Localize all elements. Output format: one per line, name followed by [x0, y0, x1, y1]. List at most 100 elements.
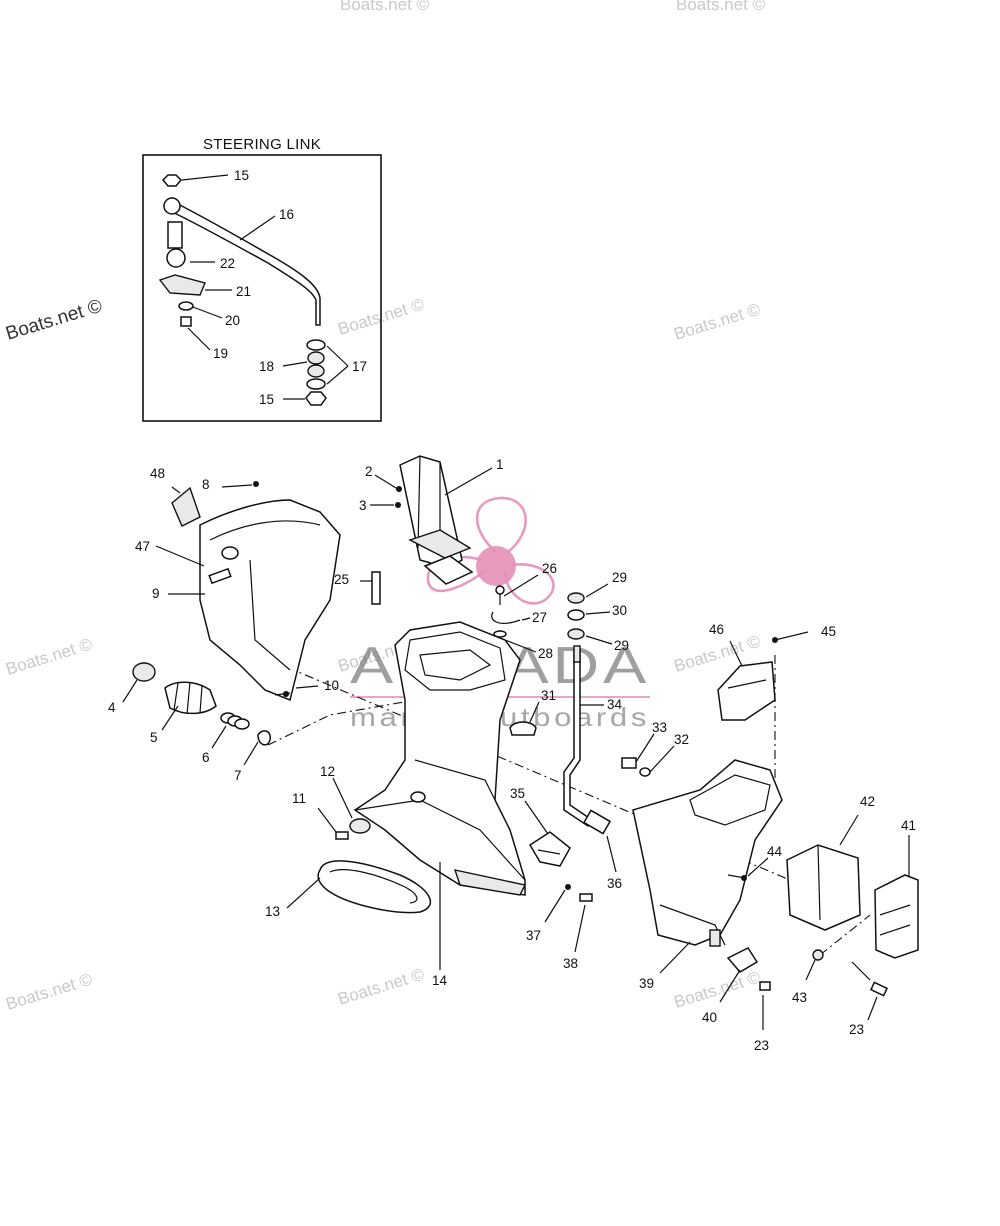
left-small-parts — [122, 662, 319, 766]
plug-part — [509, 721, 537, 736]
washer-part — [639, 767, 651, 777]
link-rod-eye — [163, 197, 181, 215]
callout-42: 42 — [860, 794, 875, 809]
callout-17: 17 — [352, 359, 367, 374]
callout-44: 44 — [767, 844, 783, 859]
boot-part — [164, 681, 217, 715]
callout-29: 29 — [614, 638, 629, 653]
callout-41: 41 — [901, 818, 916, 833]
watermark: Boats.net © — [672, 967, 763, 1011]
callout-38: 38 — [563, 956, 578, 971]
gasket-part — [408, 529, 472, 559]
callout-36: 36 — [607, 876, 622, 891]
water-parts — [491, 574, 540, 736]
callout-46: 46 — [709, 622, 724, 637]
lower-left-parts — [286, 777, 432, 914]
gasket-part — [423, 555, 474, 585]
right-small-parts — [621, 733, 675, 777]
seal-ring-part — [317, 860, 432, 914]
lower-housing-part — [632, 759, 783, 946]
callout-21: 21 — [236, 284, 251, 299]
mount-plate-part — [528, 831, 571, 867]
callout-26: 26 — [542, 561, 557, 576]
callout-6: 6 — [202, 750, 210, 765]
callout-45: 45 — [821, 624, 836, 639]
washer-part — [567, 609, 585, 621]
callout-11: 11 — [292, 791, 306, 806]
callout-12: 12 — [320, 764, 335, 779]
steering-link-inset: STEERING LINK 15 16 22 — [142, 136, 382, 422]
spring-part — [220, 712, 250, 730]
callout-23: 23 — [754, 1038, 769, 1053]
lower-housing — [632, 759, 783, 974]
callout-23: 23 — [849, 1022, 864, 1037]
callout-32: 32 — [674, 732, 689, 747]
callout-22: 22 — [220, 256, 235, 271]
callout-47: 47 — [135, 539, 150, 554]
watermark: Boats.net © — [672, 299, 763, 343]
callout-29: 29 — [612, 570, 627, 585]
anode-cover-part — [874, 874, 919, 959]
callout-30: 30 — [612, 603, 627, 618]
inset-frame — [142, 154, 382, 422]
right-cover-parts — [719, 814, 919, 1030]
callout-40: 40 — [702, 1010, 717, 1025]
nut-part — [161, 174, 183, 187]
washer-part — [567, 628, 585, 640]
ball-stud-ball — [166, 248, 186, 268]
shift-rod-assembly — [563, 645, 617, 873]
bracket-part — [199, 499, 341, 702]
callout-28: 28 — [538, 646, 553, 661]
grommet-part — [132, 662, 156, 682]
washer-stack — [567, 583, 613, 645]
exhaust-tube-assembly — [370, 455, 493, 585]
nut-part — [305, 391, 327, 406]
callout-10: 10 — [324, 678, 339, 693]
bracket-assembly — [155, 481, 341, 702]
watermark: Boats.net © — [340, 0, 430, 14]
callout-15: 15 — [234, 168, 249, 183]
callout-7: 7 — [234, 768, 242, 783]
watermark: Boats.net © — [4, 634, 95, 678]
callout-33: 33 — [652, 720, 667, 735]
plate-assembly — [524, 800, 593, 953]
callout-1: 1 — [496, 457, 504, 472]
callout-16: 16 — [279, 207, 294, 222]
callout-37: 37 — [526, 928, 541, 943]
callout-13: 13 — [265, 904, 280, 919]
bushing-part — [307, 351, 325, 365]
coupler-part — [582, 809, 612, 835]
propeller-hub-icon — [476, 546, 516, 586]
callout-25: 25 — [334, 572, 349, 587]
callout-4: 4 — [108, 700, 116, 715]
watermark: Boats.net © — [3, 296, 104, 345]
callout-39: 39 — [639, 976, 654, 991]
callout-18: 18 — [259, 359, 274, 374]
callout-31: 31 — [541, 688, 556, 703]
pin-part — [371, 571, 381, 605]
callout-48: 48 — [150, 466, 165, 481]
callout-34: 34 — [607, 697, 623, 712]
watermark: Boats.net © — [4, 969, 95, 1013]
plate-part — [158, 274, 206, 296]
ball-stud-part — [167, 221, 183, 249]
watermark: Boats.net © — [676, 0, 766, 14]
side-cover-part — [786, 844, 861, 931]
washer-part — [349, 818, 371, 834]
bolt-part — [335, 831, 349, 840]
washer-part — [567, 592, 585, 604]
callout-9: 9 — [152, 586, 160, 601]
inset-title: STEERING LINK — [203, 136, 321, 153]
bushing-part — [307, 364, 325, 378]
callout-20: 20 — [225, 313, 240, 328]
link-rod-part — [167, 198, 321, 326]
washer-part — [178, 301, 194, 311]
callout-27: 27 — [532, 610, 547, 625]
watermark: Boats.net © — [336, 964, 427, 1008]
callout-43: 43 — [792, 990, 807, 1005]
callout-3: 3 — [359, 498, 367, 513]
washer-part — [306, 339, 326, 351]
clip-part — [257, 730, 271, 746]
callout-35: 35 — [510, 786, 525, 801]
